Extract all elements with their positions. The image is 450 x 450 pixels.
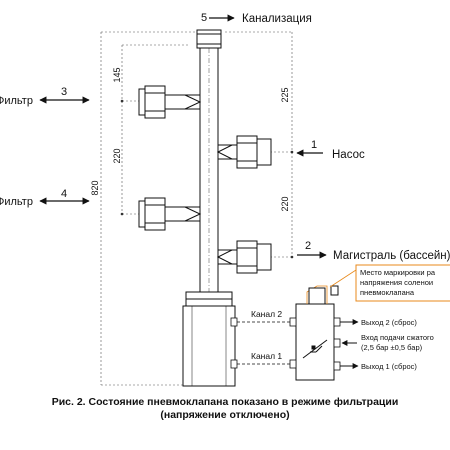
fitting-filter-top [138,85,202,119]
dimension-ticks [120,99,294,259]
dim-820: 820 [90,180,100,195]
port-filter-top-label: Фильтр [0,95,33,107]
port-filter-bottom: Фильтр 4 [0,188,90,208]
dim-145: 145 [112,67,122,82]
outlet-1-label: Выход 1 (сброс) [361,362,417,371]
channel-2-label: Канал 2 [251,309,282,319]
marking-note: Место маркировки ра напряжения соленои п… [329,264,450,302]
port-main-line-number: 2 [305,240,311,252]
port-pump: 1 Насос [296,139,365,161]
manifold-pipe [196,29,222,293]
port-filter-bottom-number: 4 [61,188,67,200]
caption-line-2: (напряжение отключено) [160,409,290,421]
port-filter-top: Фильтр 3 [0,86,90,107]
note-line-1: Место маркировки ра [360,268,436,277]
outlet-1: Выход 1 (сброс) [333,361,417,371]
port-filter-top-number: 3 [61,86,67,98]
channel-1: Канал 1 [230,351,297,369]
port-sewer: 5 Канализация [201,12,312,25]
dimension-lines [100,31,293,386]
channel-1-label: Канал 1 [251,351,282,361]
port-main-line: 2 Магистраль (бассейн) [297,240,450,262]
outlet-2: Выход 2 (сброс) [333,317,417,327]
port-sewer-label: Канализация [242,13,312,25]
pneumatic-valve [295,285,339,381]
port-sewer-number: 5 [201,12,207,24]
fitting-filter-bottom [138,197,202,231]
port-filter-bottom-label: Фильтр [0,196,33,208]
caption-line-1: Рис. 2. Состояние пневмоклапана показано… [51,396,399,408]
dim-220-left: 220 [112,148,122,163]
air-supply: Вход подачи сжатого (2,5 бар ±0,5 бар) [333,333,434,352]
outlet-2-label: Выход 2 (сброс) [361,318,417,327]
dim-220-right: 220 [280,196,290,211]
port-pump-number: 1 [311,139,317,151]
figure-caption: Рис. 2. Состояние пневмоклапана показано… [0,396,450,422]
port-main-line-label: Магистраль (бассейн) [333,250,450,262]
dim-225: 225 [280,87,290,102]
fitting-pump [216,135,272,169]
channel-2: Канал 2 [230,309,297,327]
air-supply-line-2: (2,5 бар ±0,5 бар) [361,343,423,352]
port-pump-label: Насос [332,149,365,161]
air-supply-line-1: Вход подачи сжатого [361,333,434,342]
note-line-3: пневмоклапана [360,288,415,297]
valve-housing [182,291,236,387]
note-line-2: напряжения соленои [360,278,433,287]
fitting-main-line [216,240,272,274]
